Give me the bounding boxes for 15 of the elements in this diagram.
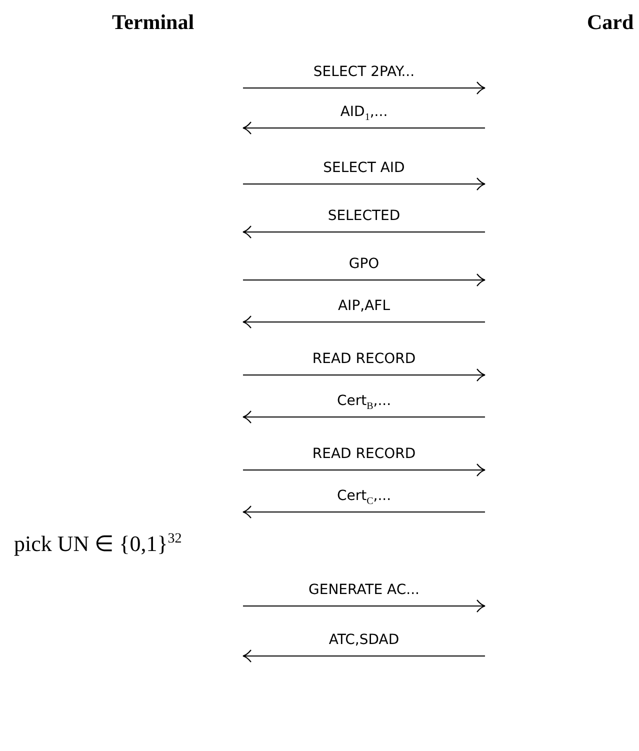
party-heading: Card [587, 10, 634, 35]
message-label: Cert$_{B}$,... [336, 393, 392, 413]
message-label: Cert$_{C}$,... [336, 488, 392, 508]
message-label: READ RECORD [312, 351, 416, 368]
message-label: SELECT 2PAY... [313, 64, 415, 81]
party-heading: Terminal [112, 10, 194, 35]
annotation-text: pick UN ∈ {0,1}$^{32}$ [14, 531, 182, 557]
message-label: SELECT AID [323, 160, 405, 177]
message-label: READ RECORD [312, 446, 416, 463]
message-label: AID$_{1}$,... [340, 104, 388, 124]
message-label: SELECTED [328, 208, 400, 225]
message-label: GPO [348, 256, 380, 273]
message-label: AIP,AFL [338, 298, 390, 315]
message-label: GENERATE AC... [308, 582, 420, 599]
message-label: ATC,SDAD [328, 632, 400, 649]
